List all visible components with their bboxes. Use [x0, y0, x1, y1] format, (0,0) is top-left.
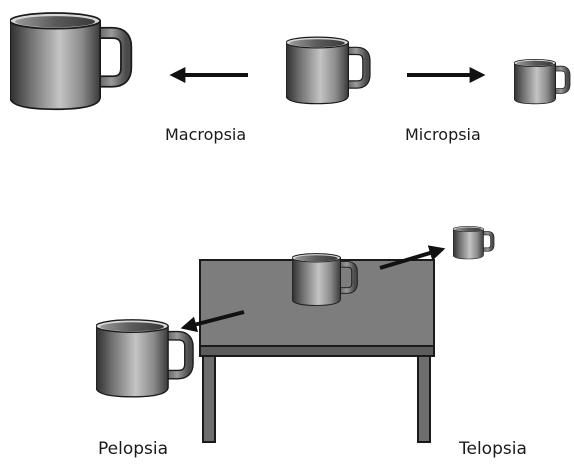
- mug-micropsia-icon: [514, 59, 568, 103]
- arrow-up-right-icon: [379, 245, 446, 270]
- label-telopsia: Telopsia: [459, 439, 527, 459]
- label-macropsia: Macropsia: [165, 125, 247, 144]
- label-micropsia: Micropsia: [405, 125, 481, 144]
- mug-telopsia-icon: [453, 226, 492, 259]
- mug-macropsia-icon: [10, 13, 126, 109]
- arrow-down-left-icon: [180, 310, 245, 333]
- label-pelopsia: Pelopsia: [98, 439, 169, 459]
- mug-pelopsia-icon: [96, 320, 189, 397]
- mug-normal-icon: [286, 37, 366, 104]
